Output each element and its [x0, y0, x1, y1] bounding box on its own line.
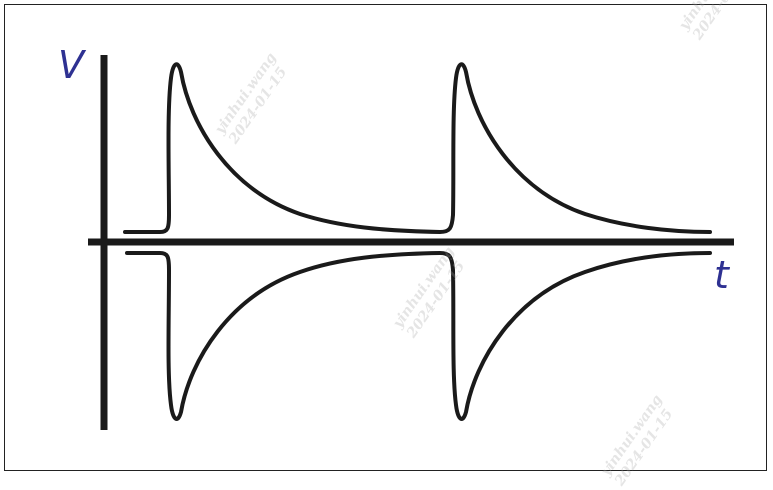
v-axis-label: V [58, 43, 84, 87]
waveform-diagram [88, 55, 734, 430]
upper-waveform [123, 62, 712, 234]
t-axis-label: t [714, 253, 729, 297]
figure-frame [4, 4, 767, 471]
lower-waveform [125, 251, 712, 421]
